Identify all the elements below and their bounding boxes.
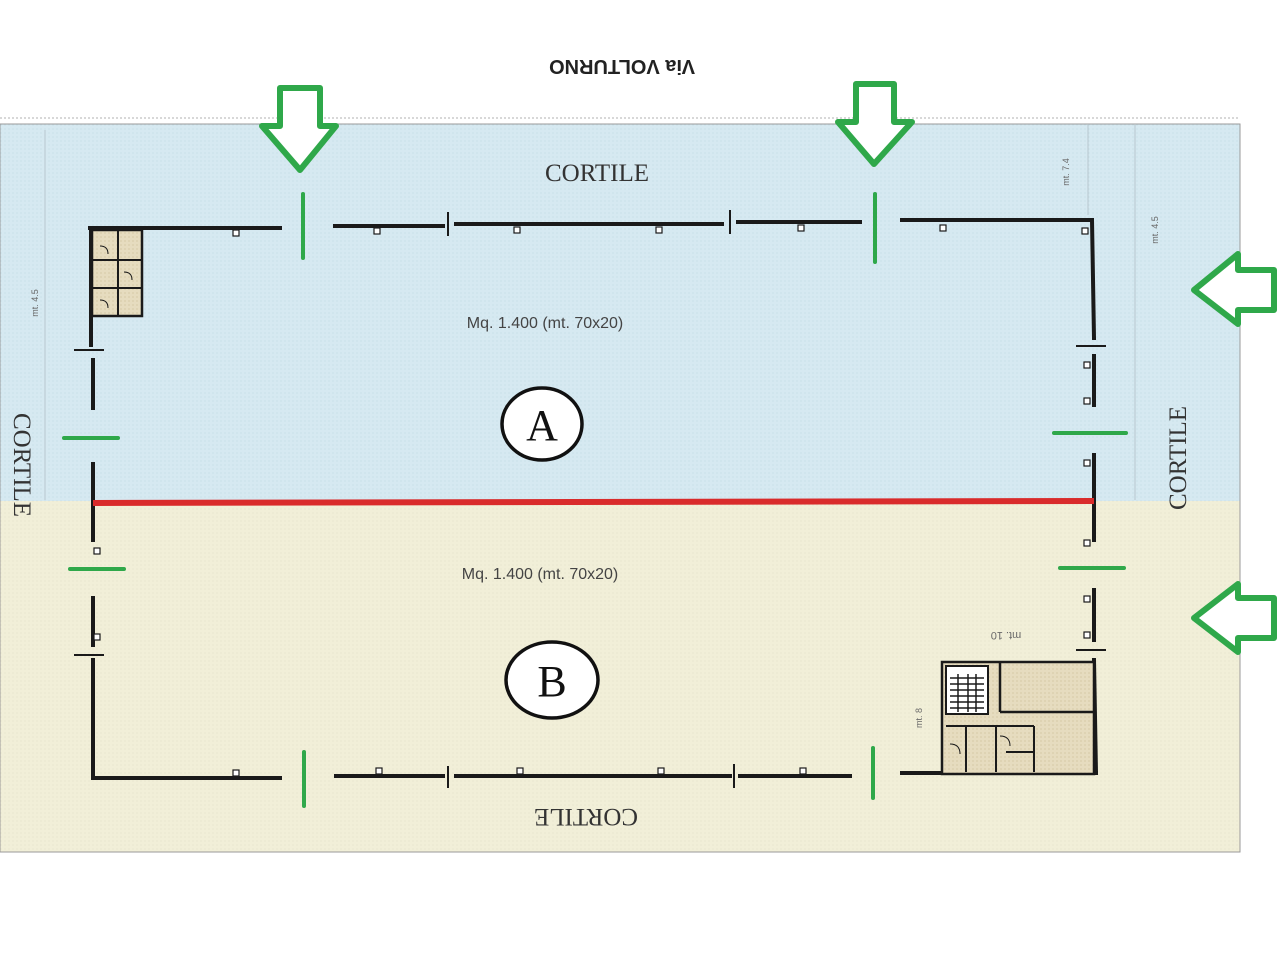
courtyard-right-label: CORTILE (1165, 406, 1192, 510)
pillars (93, 224, 1091, 777)
unit-a-letter: A (526, 401, 558, 450)
courtyard-bottom-label: CORTILE (534, 803, 638, 830)
street-label: Via VOLTURNO (549, 55, 695, 77)
courtyard-left-label: CORTILE (8, 413, 35, 517)
unit-b-letter: B (537, 657, 566, 706)
left-dimension-label: mt. 4.5 (30, 289, 40, 317)
down-arrow-icon (835, 81, 915, 167)
lot-outline (0, 123, 1241, 853)
service-rooms-top-left (90, 228, 144, 318)
courtyard-top-label: CORTILE (545, 160, 649, 187)
left-arrow-icon (1191, 581, 1277, 655)
wall-door-marks (74, 210, 1106, 788)
unit-b-badge: B (504, 640, 600, 720)
staircase (950, 674, 984, 712)
left-arrow-icon (1191, 251, 1277, 327)
unit-divider-line (92, 498, 1095, 506)
top-right-dimension-label: mt. 7.4 (1061, 158, 1071, 186)
building-walls (88, 217, 1099, 780)
down-arrow-icon (259, 85, 339, 173)
unit-a-area-label: Mq. 1.400 (mt. 70x20) (467, 315, 624, 332)
unit-a-zone (0, 124, 1240, 501)
office-block-bottom-right (940, 660, 1096, 776)
office-width-label: mt. 10 (991, 629, 1022, 641)
unit-b-area-label: Mq. 1.400 (mt. 70x20) (462, 566, 619, 583)
unit-a-badge: A (500, 386, 584, 462)
office-height-label: mt. 8 (914, 708, 924, 728)
right-dimension-label: mt. 4.5 (1150, 216, 1160, 244)
entrance-openings (62, 192, 1128, 808)
